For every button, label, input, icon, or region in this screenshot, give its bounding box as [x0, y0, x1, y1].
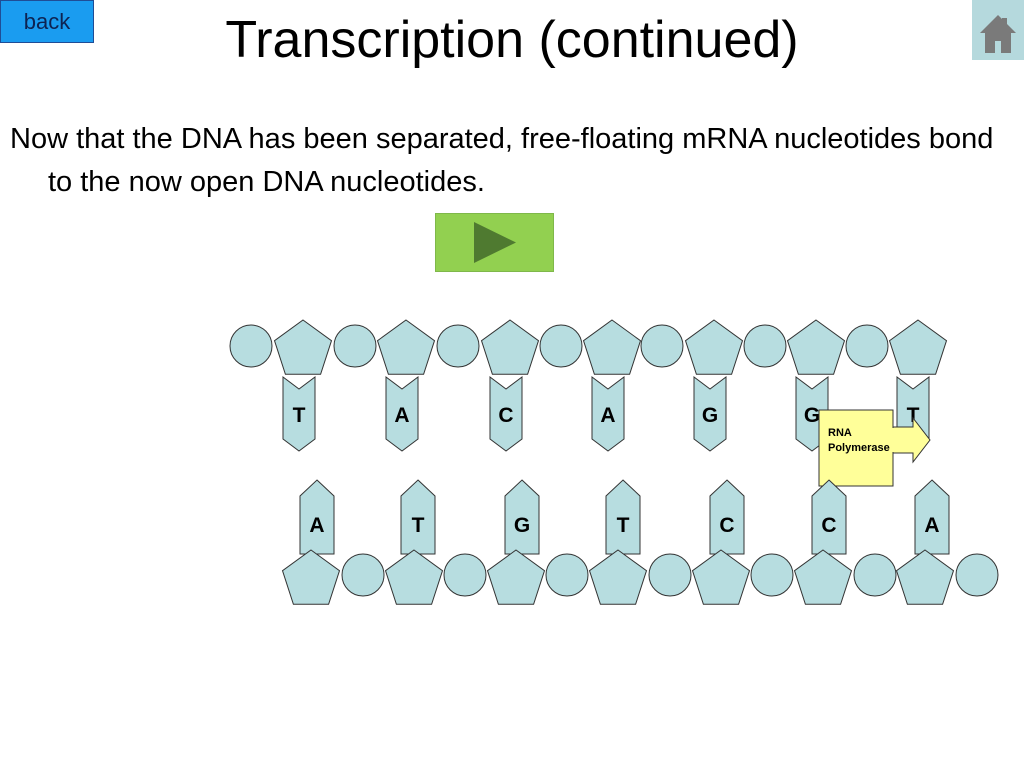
bottom-phosphate	[853, 553, 897, 597]
bottom-phosphate	[750, 553, 794, 597]
home-button[interactable]	[972, 0, 1024, 60]
dna-base-top	[385, 376, 419, 452]
dna-base-top-label: C	[498, 404, 513, 427]
bottom-phosphate	[545, 553, 589, 597]
rna-base-bottom-label: A	[924, 514, 939, 537]
rna-polymerase-box	[818, 409, 894, 487]
top-sugar	[888, 319, 948, 375]
top-sugar	[786, 319, 846, 375]
rna-base-bottom-label: C	[821, 514, 836, 537]
dna-base-top-label: T	[907, 404, 920, 427]
rna-base-bottom-label: T	[617, 514, 630, 537]
bottom-phosphate	[443, 553, 487, 597]
bottom-sugar	[691, 549, 751, 605]
dna-base-top-label: A	[394, 404, 409, 427]
bottom-sugar	[384, 549, 444, 605]
top-phosphate	[640, 324, 684, 368]
dna-base-top-label: T	[293, 404, 306, 427]
rna-base-bottom	[914, 479, 950, 555]
dna-base-top	[489, 376, 523, 452]
bottom-sugar	[588, 549, 648, 605]
top-phosphate	[743, 324, 787, 368]
bottom-phosphate	[648, 553, 692, 597]
top-phosphate	[539, 324, 583, 368]
dna-base-top-label: G	[702, 404, 718, 427]
dna-base-top	[282, 376, 316, 452]
dna-base-top	[693, 376, 727, 452]
play-button[interactable]	[435, 213, 554, 272]
rna-polymerase-joint	[891, 428, 895, 452]
top-phosphate	[333, 324, 377, 368]
slide-title: Transcription (continued)	[225, 11, 799, 69]
rna-polymerase-arrow	[892, 416, 931, 464]
top-sugar	[273, 319, 333, 375]
top-phosphate	[436, 324, 480, 368]
rna-base-bottom-label: T	[412, 514, 425, 537]
rna-polymerase-label: RNA	[828, 427, 852, 439]
top-sugar	[684, 319, 744, 375]
top-sugar	[376, 319, 436, 375]
top-sugar	[480, 319, 540, 375]
bottom-phosphate	[341, 553, 385, 597]
play-icon	[473, 222, 516, 263]
home-icon	[980, 15, 1016, 53]
slide-body-text: Now that the DNA has been separated, fre…	[10, 123, 994, 198]
top-sugar	[582, 319, 642, 375]
bottom-sugar	[486, 549, 546, 605]
bottom-phosphate	[955, 553, 999, 597]
top-phosphate	[229, 324, 273, 368]
back-button[interactable]: back	[0, 0, 94, 43]
dna-base-top-label: A	[600, 404, 615, 427]
bottom-sugar	[281, 549, 341, 605]
dna-base-top-label: G	[804, 404, 820, 427]
rna-base-bottom-label: A	[309, 514, 324, 537]
bottom-sugar	[895, 549, 955, 605]
bottom-sugar	[793, 549, 853, 605]
rna-polymerase-label: Polymerase	[828, 442, 890, 454]
top-phosphate	[845, 324, 889, 368]
rna-base-bottom-label: G	[514, 514, 530, 537]
rna-base-bottom-label: C	[719, 514, 734, 537]
dna-base-top	[591, 376, 625, 452]
